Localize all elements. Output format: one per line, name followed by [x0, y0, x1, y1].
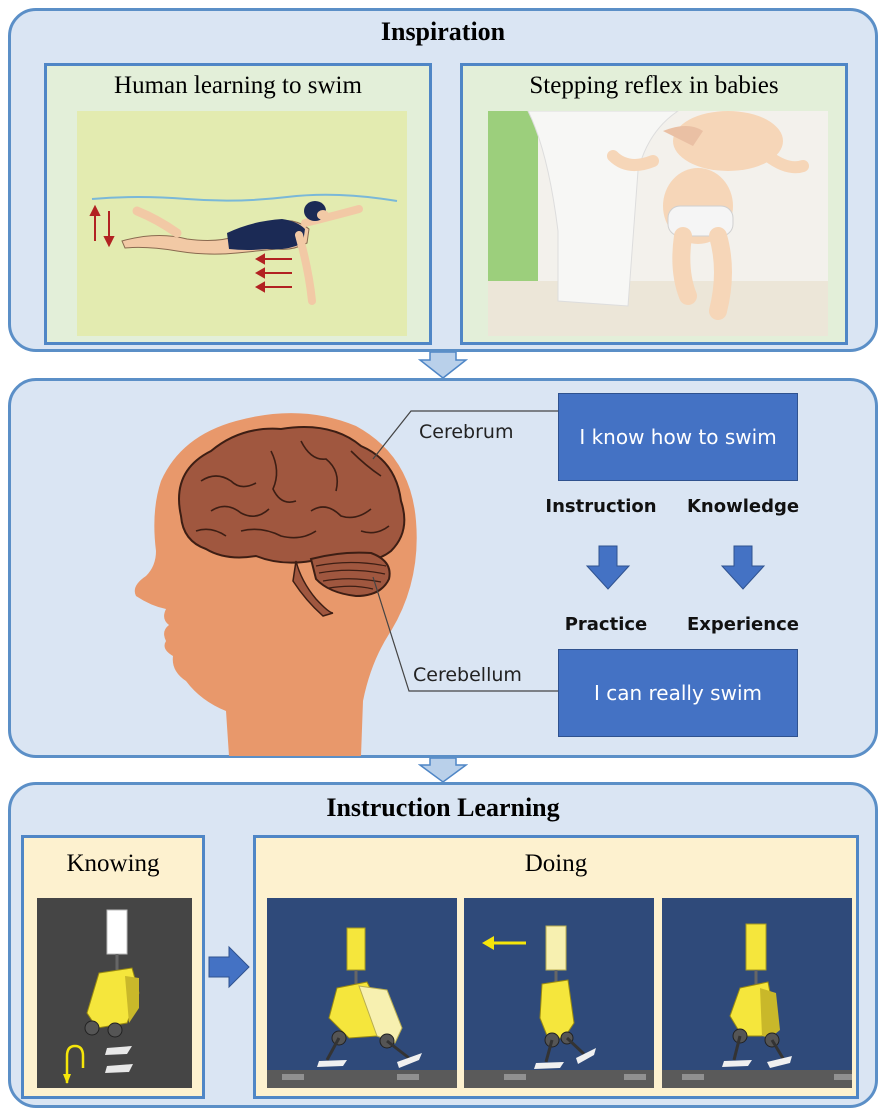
baby-subpanel: Stepping reflex in babies: [460, 63, 848, 345]
know-how-box: I know how to swim: [558, 393, 798, 481]
doing-subpanel: Doing: [253, 835, 859, 1099]
instruction-learning-panel: Instruction Learning Knowing Doing: [8, 782, 878, 1108]
cerebellum-label: Cerebellum: [413, 664, 522, 686]
baby-stepping-image: [488, 111, 828, 336]
inspiration-panel: Inspiration Human learning to swim: [8, 8, 878, 352]
instruction-learning-title: Instruction Learning: [326, 793, 560, 822]
doing-frame-3: [662, 898, 852, 1088]
right-arrow: [208, 945, 250, 989]
knowing-title: Knowing: [66, 850, 160, 877]
doing-frame-2: [464, 898, 654, 1088]
knowledge-label: Knowledge: [686, 496, 800, 517]
inspiration-title: Inspiration: [380, 17, 506, 46]
knowing-subpanel: Knowing: [21, 835, 205, 1099]
head-brain-illustration: [134, 410, 766, 756]
experience-label: Experience: [687, 614, 799, 635]
down-arrow-1: [418, 352, 468, 379]
knowing-robot-frame: [37, 898, 192, 1088]
swim-subpanel: Human learning to swim: [44, 63, 432, 345]
doing-frame-1: [267, 898, 457, 1088]
swim-title: Human learning to swim: [114, 72, 362, 99]
down-arrow-2: [418, 758, 468, 783]
instruction-label: Instruction: [545, 496, 657, 517]
baby-title: Stepping reflex in babies: [529, 72, 779, 99]
doing-title: Doing: [524, 850, 588, 877]
practice-label: Practice: [564, 614, 648, 635]
can-swim-box: I can really swim: [558, 649, 798, 737]
swimmer-image: [77, 111, 407, 336]
brain-panel: Cerebrum Cerebellum I know how to swim I…: [8, 378, 878, 758]
cerebrum-label: Cerebrum: [419, 421, 514, 443]
